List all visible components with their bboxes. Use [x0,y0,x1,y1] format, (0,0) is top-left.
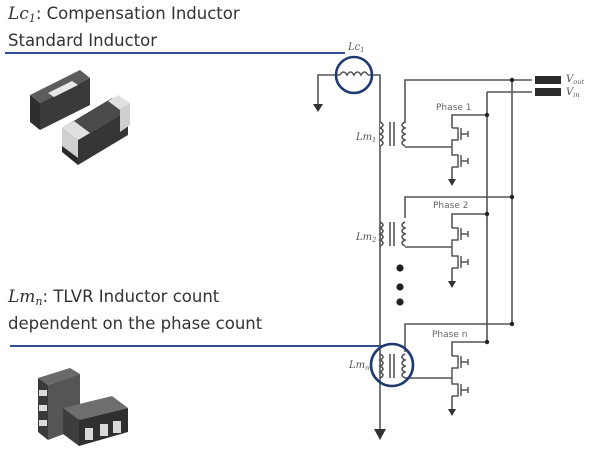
junction-dot [509,194,515,200]
tlvr-caption-text: : TLVR Inductor count [42,287,220,306]
lm2-label: Lm2 [355,232,376,244]
lc1-ground-wire [317,74,340,105]
junction-dot [484,339,490,345]
lc1-coil [339,71,369,77]
lc1-symbol: Lc [8,4,29,24]
ground-arrow-phase1 [448,179,456,186]
lmn-subscript: n [35,295,43,308]
ellipsis-dot [396,283,404,291]
junction-dot [484,211,490,217]
vout-label: Vout [566,74,584,86]
lm1-transformer [378,121,407,147]
junction-dot [484,112,490,118]
lmn-highlight-circle [369,342,415,388]
phasen-label: Phase n [432,330,467,340]
phase2-mosfet-pair [451,227,469,269]
lc1-highlight-circle [334,55,374,95]
lmn-label: Lmn [348,360,369,372]
phase1-high-side-wire [451,114,487,128]
ground-arrow-primary [374,429,386,440]
junction-dot [509,77,515,83]
tlvr-inductor-caption: Lmn: TLVR Inductor count dependent on th… [8,286,262,335]
compensation-inductor-caption: Lc1: Compensation Inductor Standard Indu… [8,3,240,52]
ellipsis-dot [396,264,404,272]
lc1-subscript: 1 [28,12,36,25]
phase2-label: Phase 2 [433,201,468,211]
phase1-label: Phase 1 [436,103,471,113]
lm2-transformer [378,221,407,247]
tlvr-inductor-image [38,368,128,446]
vout-terminal [535,76,561,84]
phasen-link-wire [404,323,512,352]
junction-dot [509,321,515,327]
lc1-label: Lc1 [347,42,364,54]
lm1-label: Lm1 [355,132,376,144]
phase2-link-wire [404,196,512,218]
tlvr-caption-line1: Lmn: TLVR Inductor count [8,286,262,313]
phase2-high-side-wire [451,213,487,228]
phase1-mosfet-pair [451,127,469,168]
ground-arrow-phasen [448,409,456,416]
phasen-high-side-wire [451,341,487,356]
vout-rail [404,79,532,123]
vin-terminal [535,88,561,96]
vin-label: Vin [566,87,580,99]
compensation-caption-line1: Lc1: Compensation Inductor [8,3,240,30]
compensation-caption-line2: Standard Inductor [8,31,157,50]
lmn-transformer [378,353,407,379]
phasen-mosfet-pair [451,355,469,397]
standard-inductor-image [30,70,130,165]
compensation-caption-text: : Compensation Inductor [35,4,240,23]
ellipsis-dot [396,298,404,306]
lmn-symbol: Lm [8,287,36,307]
ground-arrow-phase2 [448,281,456,288]
ground-arrow-lc1 [313,104,323,112]
tlvr-caption-line2: dependent on the phase count [8,314,263,333]
